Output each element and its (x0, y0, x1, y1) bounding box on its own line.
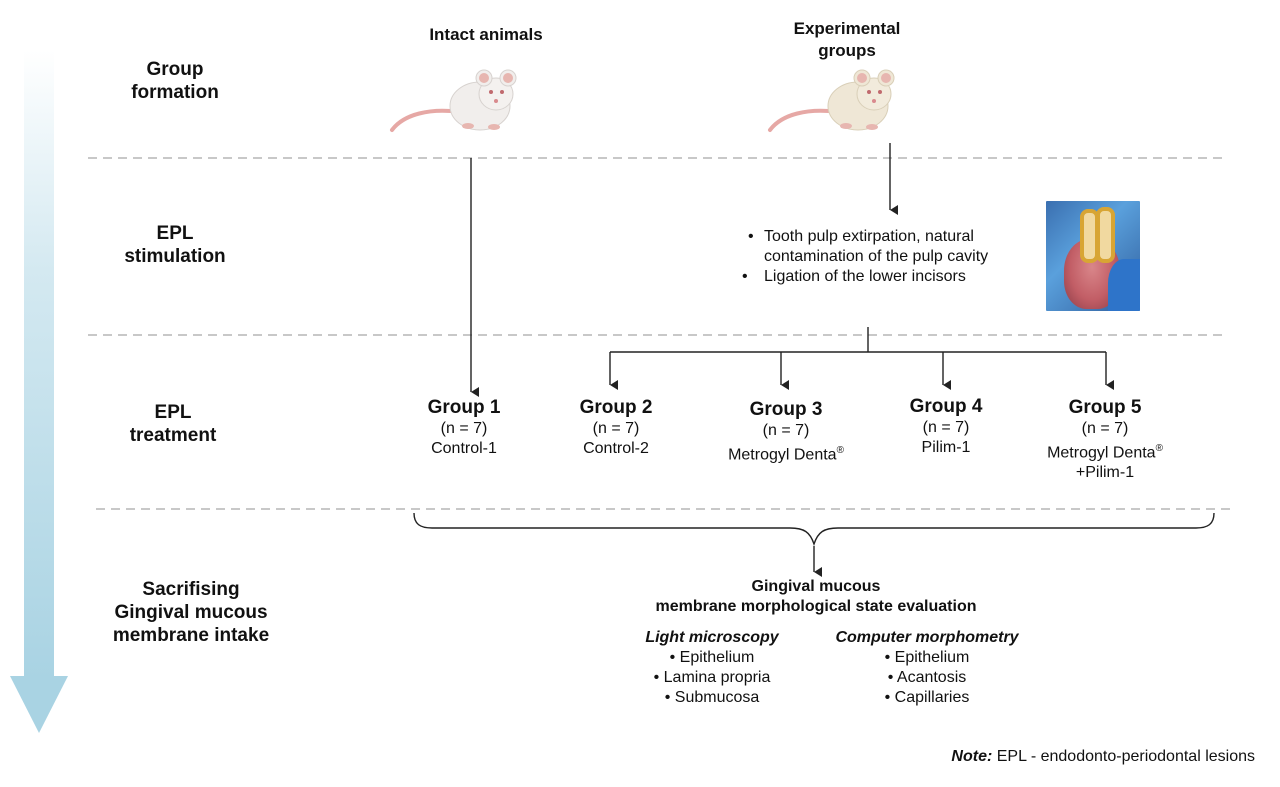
step-pulp-extirpation: Tooth pulp extirpation, natural contamin… (746, 227, 988, 267)
group-2: Group 2 (n = 7) Control-2 (579, 397, 653, 457)
computer-morphometry-item: • Acantosis (887, 669, 967, 686)
light-microscopy-item: • Submucosa (664, 689, 760, 706)
group-5: Group 5 (n = 7) Metrogyl Denta® +Pilim-1 (1047, 397, 1163, 482)
stage-label-sacrificing: Sacrifising Gingival mucous membrane int… (112, 579, 270, 646)
footnote: Note: EPL - endodonto-periodontal lesion… (951, 748, 1255, 765)
computer-morphometry-item: • Epithelium (884, 649, 970, 666)
light-microscopy-method: Light microscopy • Epithelium • Lamina p… (626, 628, 798, 708)
stage-label-epl-stimulation: EPL stimulation (124, 223, 226, 267)
experimental-rat-icon (768, 69, 895, 132)
group-4: Group 4 (n = 7) Pilim-1 (909, 396, 983, 456)
connector-lines (413, 143, 1215, 577)
group-1: Group 1 (n = 7) Control-1 (427, 397, 501, 457)
experimental-groups-title: Experimental groups (793, 19, 901, 60)
stage-label-epl-treatment: EPL treatment (129, 402, 217, 446)
computer-morphometry-method: Computer morphometry • Epithelium • Acan… (823, 628, 1031, 708)
ligated-incisors-photo (1046, 201, 1140, 311)
light-microscopy-item: • Epithelium (669, 649, 755, 666)
light-microscopy-title: Light microscopy (645, 629, 779, 646)
light-microscopy-item: • Lamina propria (653, 669, 771, 686)
step-ligation: Ligation of the lower incisors (740, 267, 988, 287)
timeline-arrow (10, 50, 68, 733)
computer-morphometry-title: Computer morphometry (835, 629, 1019, 646)
computer-morphometry-item: • Capillaries (884, 689, 970, 706)
stimulation-steps: Tooth pulp extirpation, natural contamin… (742, 227, 988, 287)
stage-label-group-formation: Group formation (131, 59, 219, 103)
intact-rat-icon (390, 69, 517, 132)
evaluation-title: Gingival mucous membrane morphological s… (655, 578, 977, 615)
group-3: Group 3 (n = 7) Metrogyl Denta® (728, 399, 844, 464)
intact-animals-title: Intact animals (429, 25, 543, 44)
groups-brace (413, 512, 1215, 547)
